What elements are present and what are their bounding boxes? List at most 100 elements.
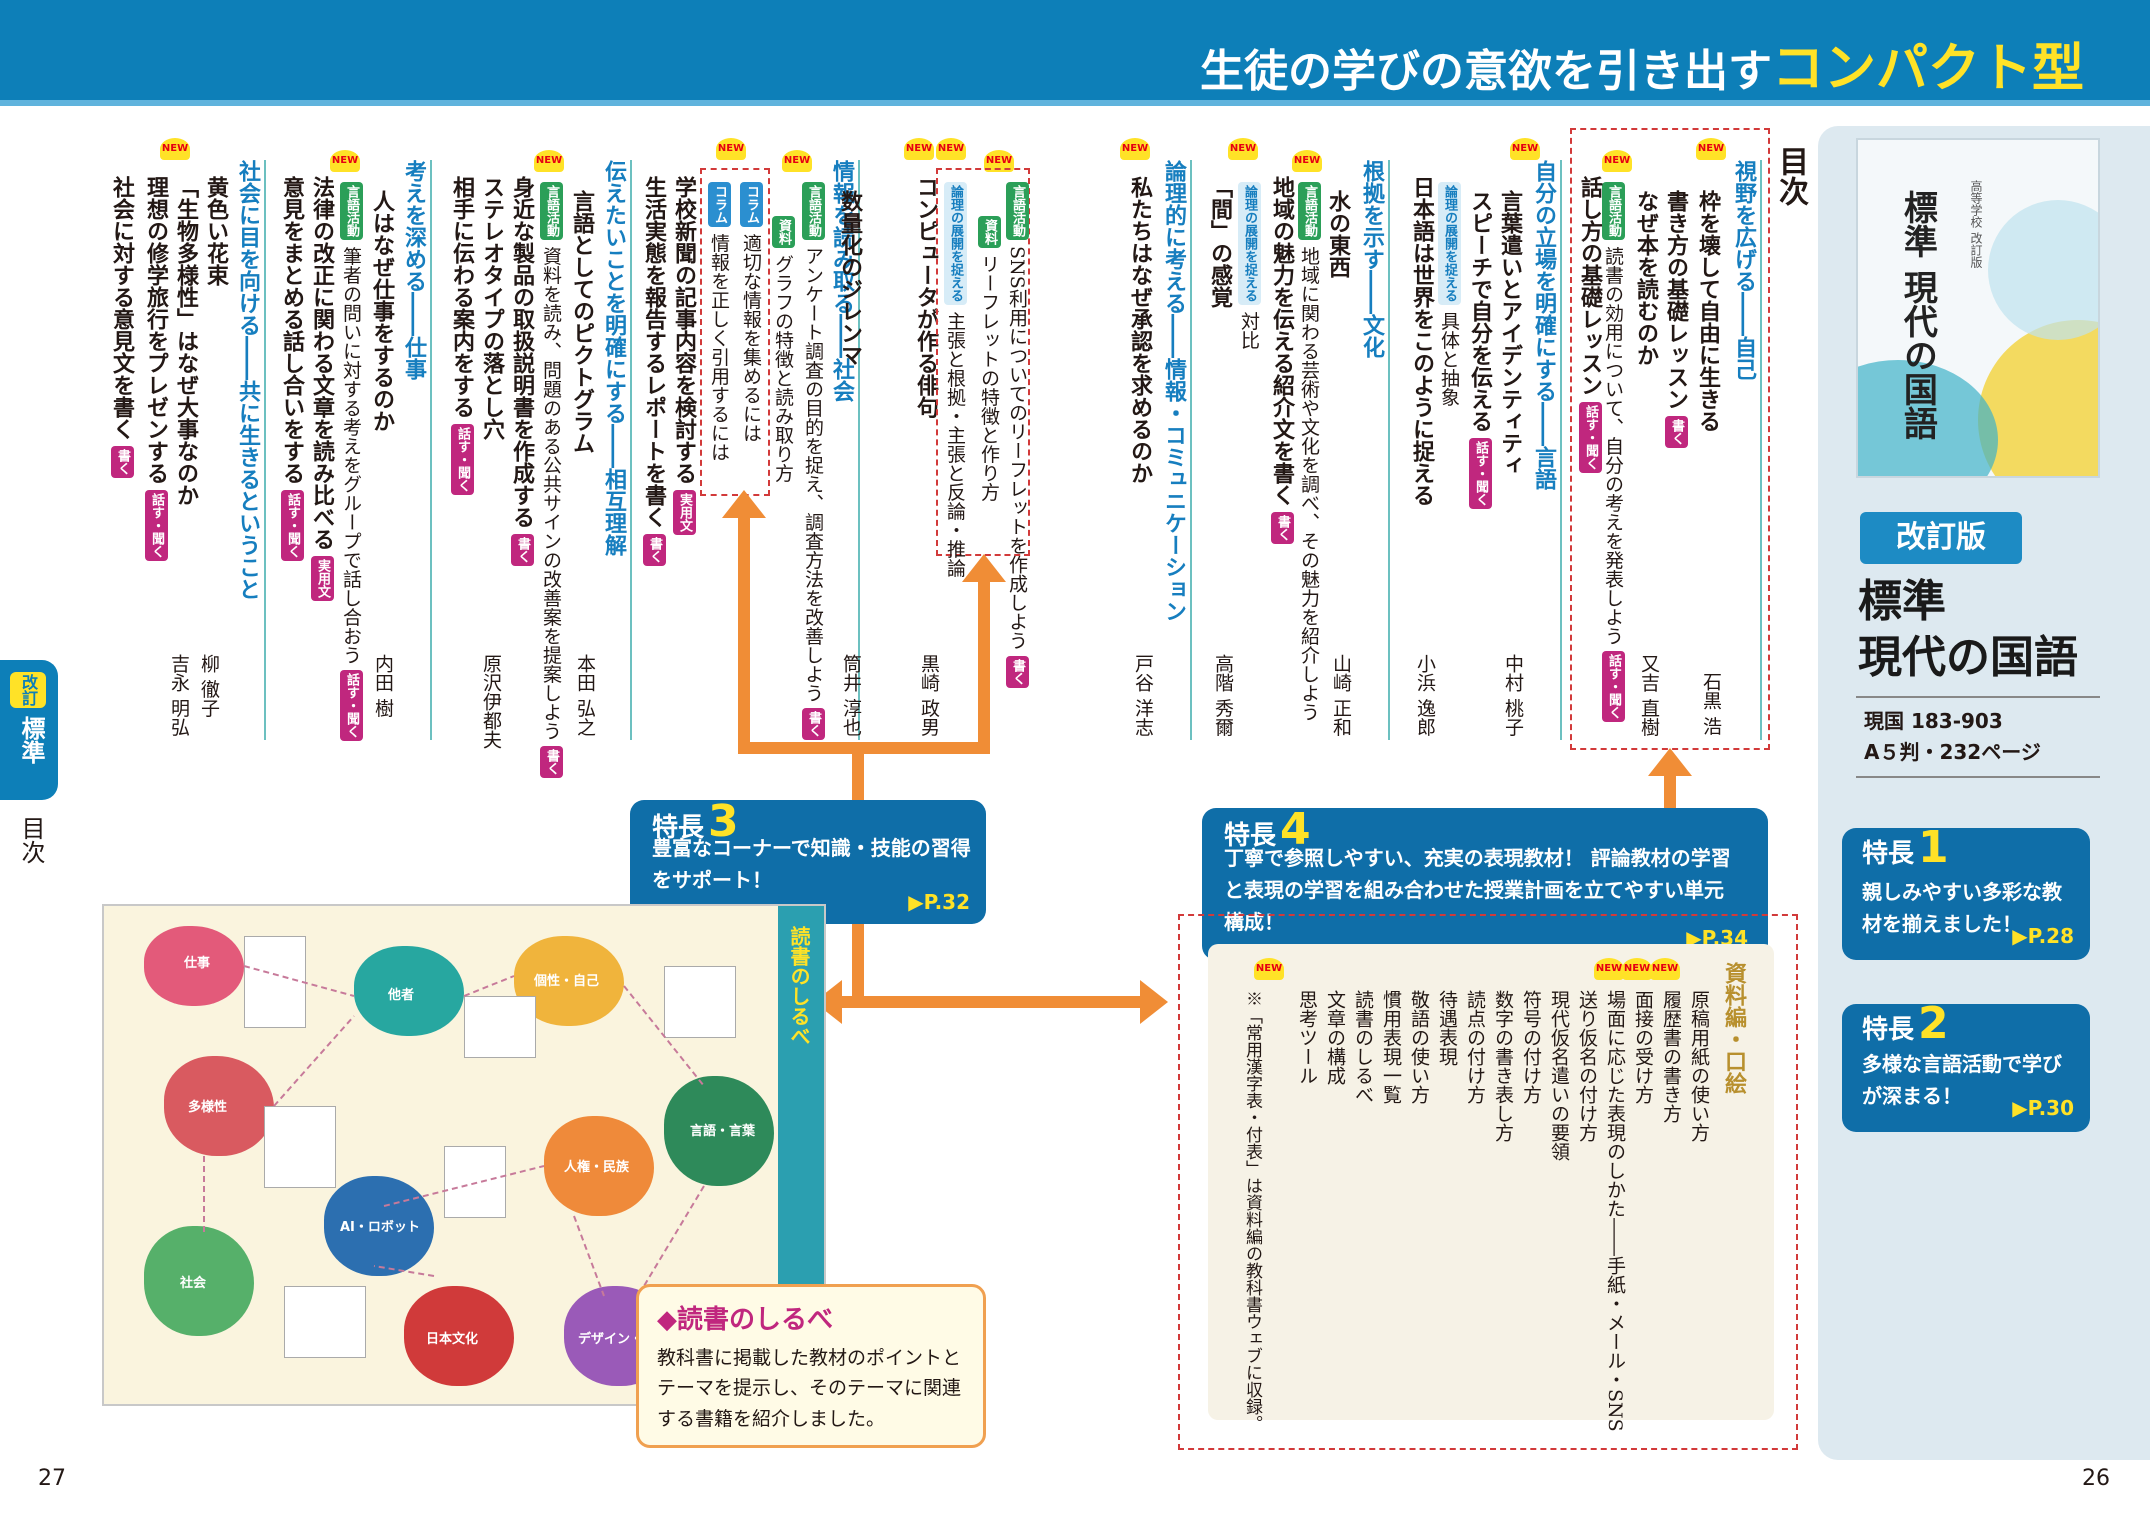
toc-sub-item[interactable]: 資料 リーフレットの特徴と作り方 (976, 210, 1003, 501)
toc-item[interactable]: スピーチで自分を伝える話す・聞く (1464, 190, 1496, 509)
cover-title: 標準 現代の国語 (1897, 190, 1938, 440)
toc-item[interactable]: 「間」の感覚 (1207, 176, 1233, 308)
appendix-item[interactable]: 読点の付け方 (1464, 990, 1486, 1104)
toc-item[interactable]: 話し方の基礎レッスン話す・聞く (1574, 176, 1606, 473)
toc-column[interactable]: コラム 情報を正しく引用するには (706, 176, 733, 461)
toc-item-title: 法律の改正に関わる文章を読み比べる (309, 176, 335, 550)
toc-section[interactable]: 根拠を示す――文化 (1359, 160, 1385, 358)
theme-label: 社会 (180, 1276, 207, 1291)
toc-item[interactable]: 言語としてのピクトグラム (569, 190, 595, 454)
skill-tag: 書く (802, 708, 825, 741)
toc-item-title: 相手に伝わる案内をする (449, 176, 475, 418)
toc-section[interactable]: 論理的に考える――情報・コミュニケーション (1161, 160, 1187, 622)
toc-item-title: 学校新聞の記事内容を検討する (671, 176, 697, 484)
appendix-item[interactable]: 文章の構成 (1324, 990, 1346, 1085)
toc-section[interactable]: 視野を広げる――自己 (1731, 160, 1757, 380)
book-card (444, 1146, 506, 1218)
toc-section[interactable]: 自分の立場を明確にする――言語 (1531, 160, 1557, 490)
appendix-item[interactable]: 場面に応じた表現のしかた――手紙・メール・SNS (1604, 990, 1626, 1432)
toc-item[interactable]: 私たちはなぜ承認を求めるのか (1127, 176, 1153, 484)
toc-item[interactable]: 社会に対する意見文を書く書く (106, 176, 138, 478)
section-rule (1560, 160, 1562, 740)
appendix-item[interactable]: 送り仮名の付け方 (1576, 990, 1598, 1142)
skill-tag: 書く (1006, 655, 1029, 688)
column-text: 情報を正しく引用するには (708, 233, 730, 462)
appendix-item[interactable]: 読書のしるべ (1352, 990, 1374, 1104)
toc-item[interactable]: 意見をまとめる話し合いをする話す・聞く (276, 176, 308, 561)
appendix-item[interactable]: 思考ツール (1296, 990, 1318, 1085)
new-badge: NEW (1254, 958, 1284, 980)
feature-2-page-link[interactable]: ▶P.30 (2012, 1096, 2074, 1120)
toc-item[interactable]: 黄色い花束 (203, 176, 229, 286)
toc-sub-item[interactable]: 論理の展開を捉える 具体と抽象 (1436, 176, 1463, 406)
toc-item[interactable]: コンピュータが作る俳句 (913, 176, 939, 418)
theme-label: 他者 (388, 988, 415, 1003)
dokusho-title: ◆読書のしるべ (657, 1305, 833, 1335)
toc-item[interactable]: 数量化のジレンマ (837, 190, 863, 366)
toc-activity[interactable]: 言語活動 地域に関わる芸術や文化を調べ、その魅力を紹介しよう (1296, 176, 1323, 721)
toc-author: 山崎 正和 (1330, 654, 1352, 737)
toc-item[interactable]: ステレオタイプの落とし穴 (479, 176, 505, 440)
appendix-item[interactable]: 原稿用紙の使い方 (1688, 990, 1710, 1142)
appendix-item[interactable]: 履歴書の書き方 (1660, 990, 1682, 1123)
toc-item[interactable]: なぜ本を読むのか (1633, 190, 1659, 366)
toc-item[interactable]: 「生物多様性」はなぜ大事なのか (173, 176, 199, 506)
skill-tag: 書く (643, 534, 666, 566)
toc-item[interactable]: 人はなぜ仕事をするのか (369, 190, 395, 432)
appendix-item[interactable]: 待遇表現 (1436, 990, 1458, 1066)
feature-3-desc: 豊富なコーナーで知識・技能の習得をサポート！ (652, 836, 971, 892)
toc-item[interactable]: 書き方の基礎レッスン書く (1660, 190, 1692, 448)
theme-blob (144, 1226, 254, 1336)
skill-tag: 書く (1271, 512, 1294, 544)
toc-item[interactable]: 地域の魅力を伝える紹介文を書く書く (1266, 176, 1298, 544)
toc-item[interactable]: 言葉遣いとアイデンティティ (1497, 190, 1523, 476)
toc-section[interactable]: 考えを深める――仕事 (401, 160, 427, 380)
toc-sub-item[interactable]: 論理の展開を捉える 対比 (1236, 176, 1263, 349)
appendix-item[interactable]: 慣用表現一覧 (1380, 990, 1402, 1104)
toc-section[interactable]: 社会に目を向ける――共に生きるということ (235, 160, 261, 600)
dokusho-callout: ◆読書のしるべ 教科書に掲載した教材のポイントとテーマを提示し、そのテーマに関連… (636, 1284, 986, 1448)
feature-4-box[interactable]: 特長4 丁寧で参照しやすい、充実の表現教材！ 評論教材の学習と表現の学習を組み合… (1202, 804, 1768, 960)
toc-item[interactable]: 学校新聞の記事内容を検討する実用文 (668, 176, 700, 535)
toc-activity[interactable]: 言語活動 アンケート調査の目的を捉え、調査方法を改善しよう書く (800, 176, 827, 741)
toc-author: 筒井 淳也 (840, 654, 862, 737)
feature-2-box[interactable]: 特長2 多様な言語活動で学びが深まる！ ▶P.30 (1842, 998, 2090, 1132)
toc-sub-item[interactable]: 資料 グラフの特徴と読み取り方 (770, 210, 797, 482)
toc-item-title: 地域の魅力を伝える紹介文を書く (1269, 176, 1295, 506)
toc-sub-item[interactable]: 論理の展開を捉える 主張と根拠・主張と反論・推論 (942, 176, 969, 577)
toc-item[interactable]: 法律の改正に関わる文章を読み比べる実用文 (306, 176, 338, 601)
feature-1-page-link[interactable]: ▶P.28 (2012, 924, 2074, 948)
toc-item[interactable]: 身近な製品の取扱説明書を作成する書く (506, 176, 538, 566)
toc-activity[interactable]: 言語活動 資料を読み、問題のある公共サインの改善案を提案しよう書く (538, 176, 565, 779)
toc-activity[interactable]: 言語活動 読書の効用について、自分の考えを発表しよう話す・聞く (1600, 176, 1627, 723)
toc-item[interactable]: 枠を壊して自由に生きる (1695, 190, 1721, 432)
toc-item[interactable]: 理想の修学旅行をプレゼンする話す・聞く (140, 176, 172, 561)
header-title-highlight: コンパクト型 (1771, 39, 2084, 99)
toc-section[interactable]: 情報を読み取る――社会 (829, 160, 855, 402)
appendix-item[interactable]: 数字の書き表し方 (1492, 990, 1514, 1142)
appendix-item[interactable]: 敬語の使い方 (1408, 990, 1430, 1104)
feature-1-box[interactable]: 特長1 親しみやすい多彩な教材を揃えました！ ▶P.28 (1842, 822, 2090, 960)
appendix-item[interactable]: 符号の付け方 (1520, 990, 1542, 1104)
toc-item[interactable]: 日本語は世界をこのように捉える (1409, 176, 1435, 506)
feature-2-desc: 多様な言語活動で学びが深まる！ (1862, 1052, 2062, 1108)
appendix-item[interactable]: 面接の受け方 (1632, 990, 1654, 1104)
new-badge: NEW (534, 150, 564, 172)
toc-activity[interactable]: 言語活動 SNS利用についてのリーフレットを作成しよう書く (1004, 176, 1031, 688)
toc-item[interactable]: 水の東西 (1325, 190, 1351, 278)
toc-activity[interactable]: 言語活動 筆者の問いに対する考えをグループで話し合おう話す・聞く (338, 176, 365, 742)
section-rule (1190, 160, 1192, 740)
appendix-item[interactable]: 現代仮名遣いの要領 (1548, 990, 1570, 1161)
feature-3-box[interactable]: 特長3 豊富なコーナーで知識・技能の習得をサポート！ ▶P.32 (630, 796, 986, 924)
appendix-note: ※「常用漢字表・付表」は資料編の教科書ウェブに収録。 (1242, 990, 1262, 1432)
toc-section[interactable]: 伝えたいことを明確にする――相互理解 (601, 160, 627, 556)
arrow-shaft-down (852, 924, 864, 1002)
toc-column[interactable]: コラム 適切な情報を集めるには (738, 176, 765, 442)
feature-3-page-link[interactable]: ▶P.32 (908, 890, 970, 914)
toc-author: 高階 秀爾 (1212, 654, 1234, 737)
toc-item[interactable]: 生活実態を報告するレポートを書く書く (638, 176, 670, 566)
sub-text: 主張と根拠・主張と反論・推論 (944, 311, 966, 578)
theme-label: 仕事 (184, 956, 211, 971)
toc-item-title: 生活実態を報告するレポートを書く (641, 176, 667, 528)
toc-item[interactable]: 相手に伝わる案内をする話す・聞く (446, 176, 478, 495)
